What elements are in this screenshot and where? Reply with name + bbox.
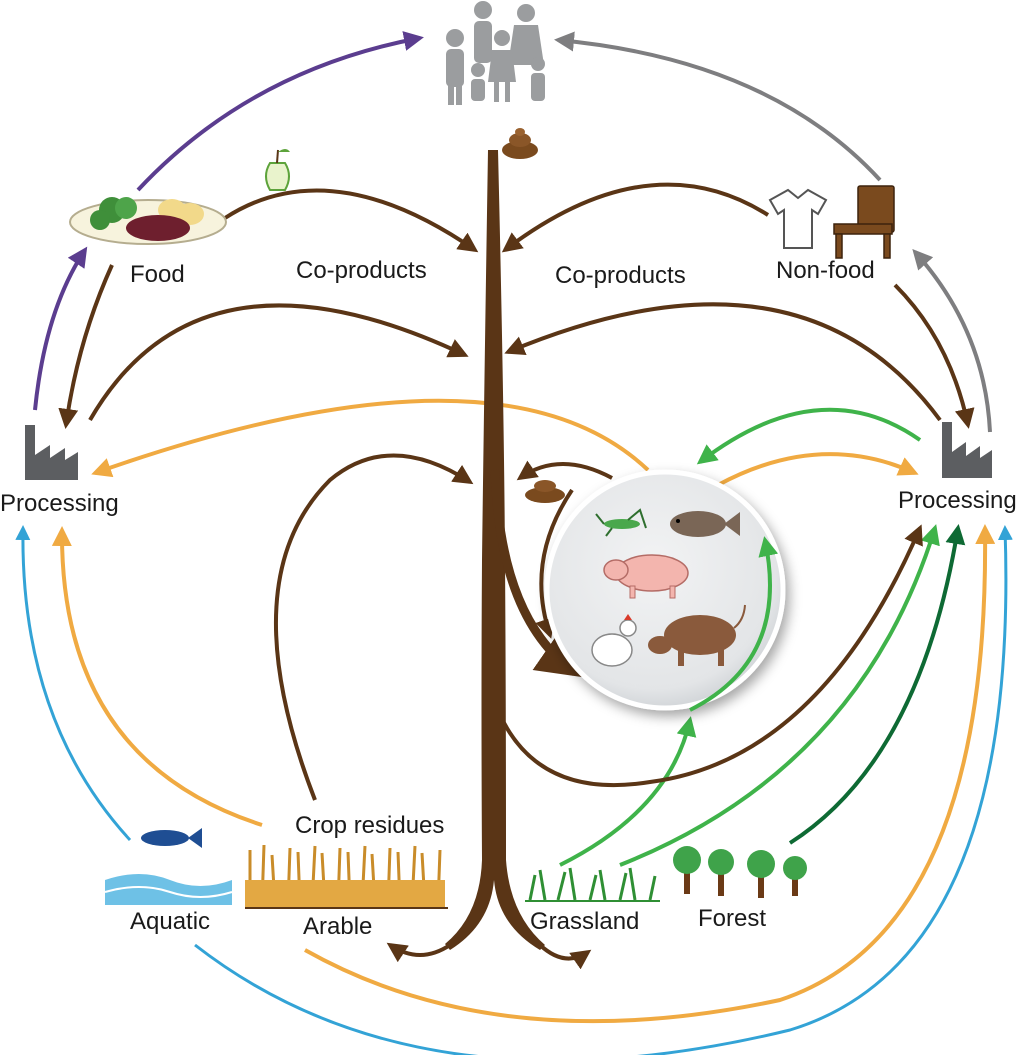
chicken-icon (591, 614, 637, 667)
arrow-nonfood-to-humans (554, 31, 882, 182)
manure-livestock-icon (525, 480, 565, 503)
label-co-products-right: Co-products (555, 262, 686, 289)
livestock-circle-icon (544, 469, 786, 712)
cow-icon (648, 604, 746, 666)
arrow-livestock-inner-loop (535, 488, 574, 639)
central-trunk (445, 150, 545, 950)
label-crop-residues: Crop residues (295, 812, 445, 839)
arrow-processing-to-food (33, 246, 88, 411)
label-forest: Forest (698, 905, 767, 932)
fish-icon (670, 511, 740, 537)
arrow-processing-coproduct-right (504, 302, 942, 422)
food-plate-icon (69, 197, 227, 245)
label-processing-right: Processing (898, 487, 1017, 514)
manure-icon (502, 128, 538, 159)
trunk-root-left (386, 942, 452, 963)
arrow-food-to-processing (58, 264, 114, 429)
trees-icon (673, 846, 807, 898)
arrow-livestock-manure (516, 460, 613, 481)
label-food: Food (130, 261, 185, 288)
label-aquatic: Aquatic (130, 908, 211, 935)
arrow-grassland-to-processing (619, 524, 940, 867)
label-grassland: Grassland (530, 908, 640, 935)
label-arable: Arable (303, 913, 373, 940)
arrow-livestock-to-processing-left (91, 398, 650, 478)
arrow-crop-residues-to-trunk (273, 453, 474, 801)
arrow-arable-to-processing (51, 526, 263, 827)
arrow-processing-to-nonfood (912, 249, 992, 433)
tuna-fish-icon (141, 828, 202, 848)
pig-icon (603, 554, 689, 599)
factory-left-icon (25, 425, 78, 480)
arrow-arable-to-processing-right (304, 524, 996, 1024)
arrow-aquatic-to-processing (15, 525, 132, 842)
label-non-food: Non-food (776, 257, 875, 284)
chair-icon (833, 185, 895, 259)
arrow-grassland-to-livestock (559, 716, 697, 867)
arrow-processing-to-livestock-green (696, 407, 922, 465)
grass-icon (525, 867, 660, 902)
arrow-livestock-to-processing-right (717, 452, 919, 487)
arrow-food-to-humans (136, 31, 424, 192)
wheat-field-icon (245, 844, 448, 909)
water-waves-icon (104, 874, 233, 905)
arrow-trunk-to-processing-right (498, 524, 923, 788)
arrow-processing-coproduct-left (88, 303, 469, 422)
label-processing-left: Processing (0, 490, 119, 517)
label-co-products-left: Co-products (296, 257, 427, 284)
apple-core-icon (265, 149, 290, 191)
arrow-nonfood-coproduct (501, 182, 770, 253)
shirt-icon (768, 188, 828, 249)
arrow-forest-to-processing (788, 524, 966, 845)
trunk-root-right (538, 943, 592, 970)
arrow-food-coproduct (223, 188, 479, 253)
factory-right-icon (942, 422, 992, 478)
people-family-icon (446, 1, 545, 105)
arrow-aquatic-to-processing-right (194, 525, 1013, 1055)
arrow-nonfood-to-processing (893, 283, 975, 429)
trunk-to-livestock (490, 469, 583, 678)
grasshopper-icon (595, 508, 647, 537)
